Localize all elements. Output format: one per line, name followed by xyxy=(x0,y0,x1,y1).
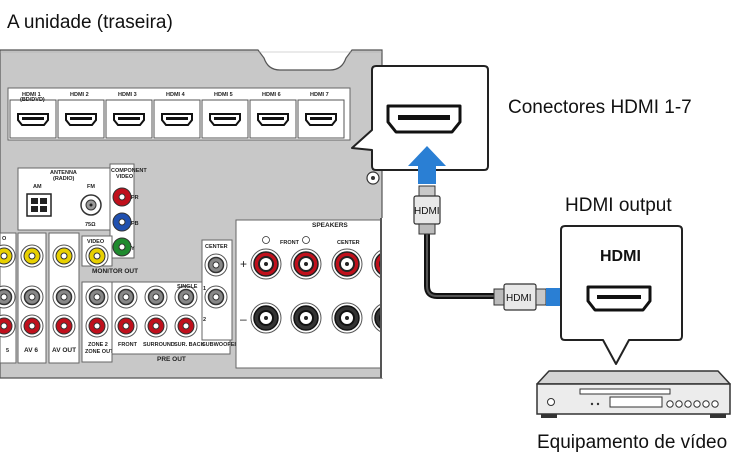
hdmi-jack-large-icon xyxy=(386,104,462,134)
am-terminal xyxy=(26,193,52,217)
center-minus-terminal xyxy=(331,302,363,334)
pb-label: PB xyxy=(131,221,139,227)
front-l-minus-terminal xyxy=(290,302,322,334)
rear-panel: HDMI 1 (BD/DVD) HDMI 2 HDMI 3 HDMI 4 HDM… xyxy=(0,49,403,379)
caption-hdmi-output: HDMI output xyxy=(565,195,672,216)
plug-side-label: HDMI xyxy=(506,293,532,304)
center-plus-terminal xyxy=(331,248,363,280)
hdmi-7-label: HDMI 7 xyxy=(310,92,329,98)
hdmi-cable xyxy=(424,232,496,299)
zone-out-label: ZONE OUT xyxy=(85,349,114,355)
y-label: Y xyxy=(131,246,135,252)
pr-jack xyxy=(112,187,132,207)
minus-label: – xyxy=(240,312,247,326)
zone2-l-jack xyxy=(85,285,109,309)
fm-label: FM xyxy=(87,184,95,190)
surround-pre-l-jack xyxy=(144,285,168,309)
caption-video-device: Equipamento de vídeo xyxy=(537,432,727,453)
hdmi-port-2 xyxy=(57,99,105,139)
av-out-label: AV OUT xyxy=(52,347,76,354)
speakers-block: SPEAKERS FRONT CENTER + – xyxy=(235,219,403,369)
subwoofer-label: SUBWOOFER xyxy=(202,342,238,348)
av6-audio-l-jack xyxy=(20,285,44,309)
hdmi-jack-callout xyxy=(351,65,489,171)
avout-video-jack xyxy=(52,244,76,268)
front-pre-l-jack xyxy=(114,285,138,309)
speakers-label: SPEAKERS xyxy=(312,222,348,229)
front-spk-label: FRONT xyxy=(280,240,300,246)
surround-pre-r-jack xyxy=(144,314,168,338)
center-pre-jack xyxy=(204,253,228,277)
device-hdmi-callout: HDMI xyxy=(560,225,683,365)
av6-label: AV 6 xyxy=(24,347,38,354)
center-pre-block: CENTER 1 2 xyxy=(201,239,233,341)
monitor-out-block: VIDEO MONITOR OUT xyxy=(81,235,138,275)
device-hdmi-label: HDMI xyxy=(600,248,641,265)
hdmi-input-row: HDMI 1 (BD/DVD) HDMI 2 HDMI 3 HDMI 4 HDM… xyxy=(7,87,351,141)
plug-top-label: HDMI xyxy=(414,206,440,217)
hdmi-port-7 xyxy=(297,99,345,139)
front-r-plus-terminal xyxy=(250,248,282,280)
center-pre-label: CENTER xyxy=(205,244,228,250)
av6-audio-r-jack xyxy=(20,314,44,338)
caption-hdmi-jacks: Conectores HDMI 1-7 xyxy=(508,97,692,118)
hdmi-3-label: HDMI 3 xyxy=(118,92,137,98)
antenna-block: ANTENNA (RADIO) AM FM 75Ω xyxy=(17,167,113,231)
hdmi-6-label: HDMI 6 xyxy=(262,92,281,98)
hdmi-port-3 xyxy=(105,99,153,139)
antenna-sub-label: (RADIO) xyxy=(53,176,75,182)
av6-video-jack xyxy=(20,244,44,268)
arrow-up-icon xyxy=(408,146,446,184)
monitor-video-jack xyxy=(85,244,109,268)
pre-out-label: PRE OUT xyxy=(157,356,186,363)
fm-connector xyxy=(80,194,102,216)
hdmi-plug-side: HDMI xyxy=(493,283,547,311)
hdmi-plug-top: HDMI xyxy=(413,185,441,235)
sur-back-label: SUR. BACK xyxy=(174,342,205,348)
component-video-block: COMPONENT VIDEO PR PB Y xyxy=(109,163,147,259)
num1-label: 1 xyxy=(203,286,206,292)
caption-unit-rear: A unidade (traseira) xyxy=(7,12,173,33)
hdmi-port-5 xyxy=(201,99,249,139)
front-pre-r-jack xyxy=(114,314,138,338)
av-inputs-block: O 5 AV 6 AV OUT xyxy=(0,232,80,364)
left-cut-top-label: O xyxy=(2,236,7,242)
am-label: AM xyxy=(33,184,42,190)
avout-audio-l-jack xyxy=(52,285,76,309)
component-label: COMPONENT xyxy=(111,168,147,174)
device-hdmi-jack-icon xyxy=(586,285,652,312)
pb-jack xyxy=(112,212,132,232)
front-pre-label: FRONT xyxy=(118,342,138,348)
single-1-jack xyxy=(204,285,228,309)
center-spk-label: CENTER xyxy=(337,240,360,246)
video-label: VIDEO xyxy=(87,239,105,245)
monitor-out-label: MONITOR OUT xyxy=(92,268,138,275)
front-r-minus-terminal xyxy=(250,302,282,334)
avout-audio-r-jack xyxy=(52,314,76,338)
plus-label: + xyxy=(240,257,247,271)
single-label: SINGLE xyxy=(177,284,198,290)
hdmi-1-label: HDMI 1 xyxy=(22,92,41,98)
hdmi-4-label: HDMI 4 xyxy=(166,92,186,98)
video-equipment-icon xyxy=(536,370,731,418)
antenna-label: ANTENNA xyxy=(50,170,77,176)
hdmi-port-4 xyxy=(153,99,201,139)
hdmi-1-sub-label: (BD/DVD) xyxy=(20,97,45,103)
hdmi-port-1 xyxy=(9,99,57,139)
component-video-label: VIDEO xyxy=(116,174,134,180)
ohm-label: 75Ω xyxy=(85,222,96,228)
y-jack xyxy=(112,237,132,257)
left-cut-label: 5 xyxy=(6,348,9,354)
zone2-r-jack xyxy=(85,314,109,338)
pr-label: PR xyxy=(131,195,139,201)
hdmi-2-label: HDMI 2 xyxy=(70,92,89,98)
zone2-label: ZONE 2 xyxy=(88,342,108,348)
num2-label: 2 xyxy=(203,317,206,323)
front-l-plus-terminal xyxy=(290,248,322,280)
surround-pre-label: SURROUND xyxy=(143,342,175,348)
hdmi-5-label: HDMI 5 xyxy=(214,92,233,98)
surback-pre-r-jack xyxy=(174,314,198,338)
hdmi-port-6 xyxy=(249,99,297,139)
